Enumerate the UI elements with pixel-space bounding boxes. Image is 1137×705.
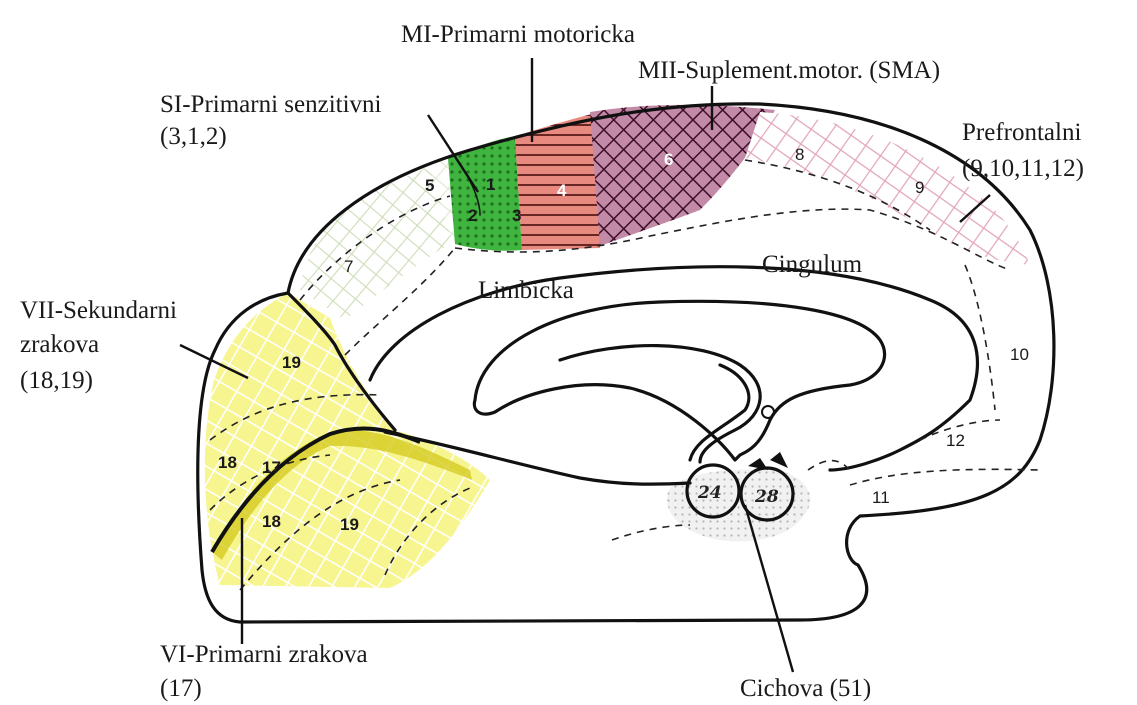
region-labels: MI-Primarni motoricka MII-Suplement.moto… xyxy=(20,21,1084,702)
label-si-line2: (3,1,2) xyxy=(160,123,227,150)
area-number-8: 8 xyxy=(795,145,804,164)
label-prefrontal-line1: Prefrontalni xyxy=(962,119,1081,146)
label-mii: MII-Suplement.motor. (SMA) xyxy=(638,57,940,84)
label-vii-line3: (18,19) xyxy=(20,367,93,394)
area-number-18-upper: 18 xyxy=(218,453,237,472)
area-number-17: 17 xyxy=(262,458,281,477)
area-number-1: 1 xyxy=(486,175,495,194)
area-number-7: 7 xyxy=(344,257,353,276)
label-vi-line2: (17) xyxy=(160,675,202,702)
area-number-11: 11 xyxy=(872,488,890,507)
label-limbicka: Limbicka xyxy=(478,277,574,304)
area-number-5: 5 xyxy=(425,176,434,195)
area-number-24: 24 xyxy=(697,483,722,503)
label-mi: MI-Primarni motoricka xyxy=(401,21,635,48)
fornix-outline xyxy=(560,346,760,462)
area-number-19-upper: 19 xyxy=(282,353,301,372)
label-cingulum: Cingulum xyxy=(762,251,863,278)
fornix-inner-outline xyxy=(690,365,749,460)
label-si-line1: SI-Primarni senzitivni xyxy=(160,91,382,118)
area-number-3: 3 xyxy=(512,206,521,225)
label-vi-line1: VI-Primarni zrakova xyxy=(160,641,368,668)
area-number-12: 12 xyxy=(946,431,965,450)
label-cichova: Cichova (51) xyxy=(740,675,871,702)
corpus-callosum-outline xyxy=(474,301,884,460)
label-vii-line1: VII-Sekundarni xyxy=(20,297,177,324)
area-number-2: 2 xyxy=(468,206,477,225)
area-number-18-lower: 18 xyxy=(262,512,281,531)
area-number-10: 10 xyxy=(1010,345,1029,364)
area-number-6: 6 xyxy=(664,150,673,169)
label-vii-line2: zrakova xyxy=(20,331,99,358)
area-number-28: 28 xyxy=(754,487,779,507)
label-prefrontal-line2: (9,10,11,12) xyxy=(962,155,1084,182)
area-sma-fill xyxy=(590,105,775,246)
area-number-19-lower: 19 xyxy=(340,515,359,534)
cingulate-inner-outline xyxy=(370,267,977,470)
area-number-9: 9 xyxy=(915,178,924,197)
area-number-4: 4 xyxy=(557,181,567,200)
